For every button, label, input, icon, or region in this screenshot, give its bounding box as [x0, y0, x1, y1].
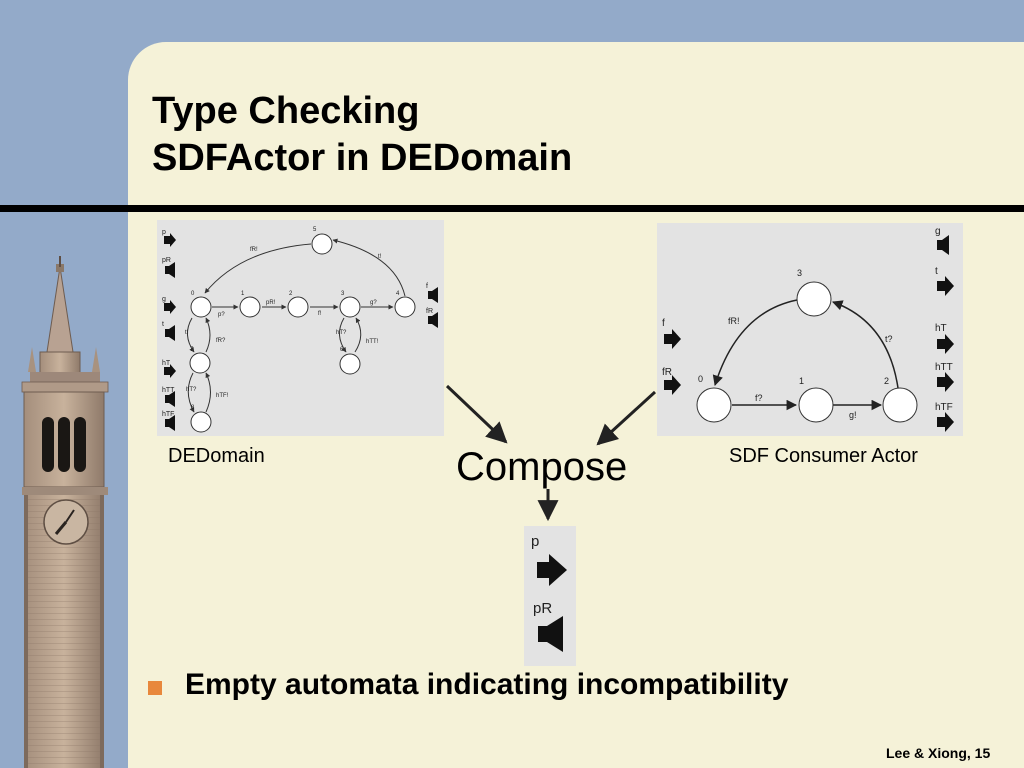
sdf-transition-label: fR!: [728, 316, 740, 326]
bullet-text: Empty automata indicating incompatibilit…: [185, 668, 789, 701]
speaker-port-icon: [165, 325, 175, 341]
slide-title: Type Checking SDFActor in DEDomain: [152, 88, 572, 182]
slide-footer: Lee & Xiong, 15: [886, 745, 991, 761]
de-transition-label: hTF!: [216, 393, 229, 399]
sdf-port-label: hTF: [935, 402, 953, 413]
compose-label: Compose: [456, 445, 627, 489]
de-state-label: 1: [241, 291, 245, 297]
sdf-state-label: 1: [799, 376, 804, 386]
de-transition-label: t!: [185, 330, 189, 336]
de-port-label: hT: [162, 360, 171, 367]
sdf-actor-automaton: g t hT hTT hTF f fR fR! t? f? g! 3 0 1: [657, 223, 963, 436]
sdf-state: [796, 281, 832, 317]
sdf-port-label: hTT: [935, 362, 953, 373]
de-domain-panel: [157, 220, 444, 436]
title-line-2: SDFActor in DEDomain: [152, 137, 573, 179]
de-transition-label: fR!: [250, 247, 258, 253]
de-transition-label: fR?: [216, 338, 226, 344]
de-domain-caption: DEDomain: [168, 445, 265, 467]
de-port-label: t: [162, 321, 164, 328]
de-port-label: hTF: [162, 411, 174, 418]
de-transition-label: hT?: [336, 330, 347, 336]
de-state-label: 5: [313, 227, 317, 233]
composed-port-label: pR: [533, 600, 552, 617]
sdf-port-label: g: [935, 226, 941, 237]
de-transition-label: pR!: [266, 300, 276, 306]
sdf-state: [798, 387, 834, 423]
de-domain-automaton: p pR g t hT hTT hTF f fR fR! t! pR: [157, 220, 444, 436]
sdf-state: [882, 387, 918, 423]
de-transition-label: t!: [378, 254, 382, 260]
de-state: [190, 296, 212, 318]
arrow-port-icon: [937, 372, 954, 392]
de-state: [311, 233, 333, 255]
speaker-port-icon: [165, 391, 175, 407]
de-port-label: pR: [162, 257, 171, 264]
de-transition-label: hT?: [186, 387, 197, 393]
de-state: [189, 352, 211, 374]
de-port-label: p: [162, 229, 166, 236]
de-port-label: hTT: [162, 387, 175, 394]
sdf-state-label: 2: [884, 376, 889, 386]
composed-automaton: p pR: [524, 526, 576, 666]
de-transition-label: f!: [318, 311, 322, 317]
de-state-label: 3: [341, 291, 345, 297]
arrow-port-icon: [937, 412, 954, 432]
sdf-in-port-label: f: [662, 318, 665, 329]
speaker-port-icon: [937, 235, 949, 255]
sdf-transition-label: g!: [849, 410, 857, 420]
speaker-port-icon: [538, 616, 563, 652]
arrow-port-icon: [664, 329, 681, 349]
title-line-1: Type Checking: [152, 90, 420, 132]
sdf-state: [696, 387, 732, 423]
de-state: [394, 296, 416, 318]
arrow-port-icon: [164, 300, 176, 314]
de-state: [339, 296, 361, 318]
arrow-port-icon: [664, 375, 681, 395]
sdf-transition-label: t?: [885, 334, 893, 344]
arrow-port-icon: [164, 233, 176, 247]
de-out-port-label: f: [426, 283, 428, 290]
composed-port-label: p: [531, 533, 539, 550]
sdf-port-label: t: [935, 266, 938, 277]
de-state: [239, 296, 261, 318]
sdf-state-label: 3: [797, 268, 802, 278]
de-state-label: 7: [190, 347, 194, 353]
speaker-port-icon: [165, 262, 175, 278]
sdf-actor-caption: SDF Consumer Actor: [729, 445, 918, 467]
arrow-port-icon: [164, 364, 176, 378]
de-state-label: 4: [396, 291, 400, 297]
de-transition-label: p?: [218, 312, 225, 318]
de-state-label: 6: [340, 347, 344, 353]
sdf-in-port-label: fR: [662, 367, 672, 378]
speaker-port-icon: [428, 312, 438, 328]
bullet-square-icon: [148, 681, 162, 695]
title-divider: [0, 205, 1024, 212]
compose-arrow-left: [445, 384, 508, 444]
arrow-port-icon: [537, 554, 567, 586]
de-transition-label: g?: [370, 300, 377, 306]
de-state: [339, 353, 361, 375]
de-state: [190, 411, 212, 433]
sdf-transition-label: f?: [755, 393, 763, 403]
sdf-port-label: hT: [935, 323, 947, 334]
de-state-label: 8: [191, 405, 195, 411]
de-state: [287, 296, 309, 318]
speaker-port-icon: [165, 415, 175, 431]
de-state-label: 0: [191, 291, 195, 297]
sdf-state-label: 0: [698, 374, 703, 384]
campanile-tower-image: [21, 256, 109, 768]
compose-arrow-right: [596, 390, 657, 446]
de-transition-label: hTT!: [366, 339, 379, 345]
de-out-port-label: fR: [426, 308, 433, 315]
de-port-label: g: [162, 296, 166, 303]
de-state-label: 2: [289, 291, 293, 297]
speaker-port-icon: [428, 287, 438, 303]
arrow-port-icon: [937, 276, 954, 296]
arrow-port-icon: [937, 334, 954, 354]
